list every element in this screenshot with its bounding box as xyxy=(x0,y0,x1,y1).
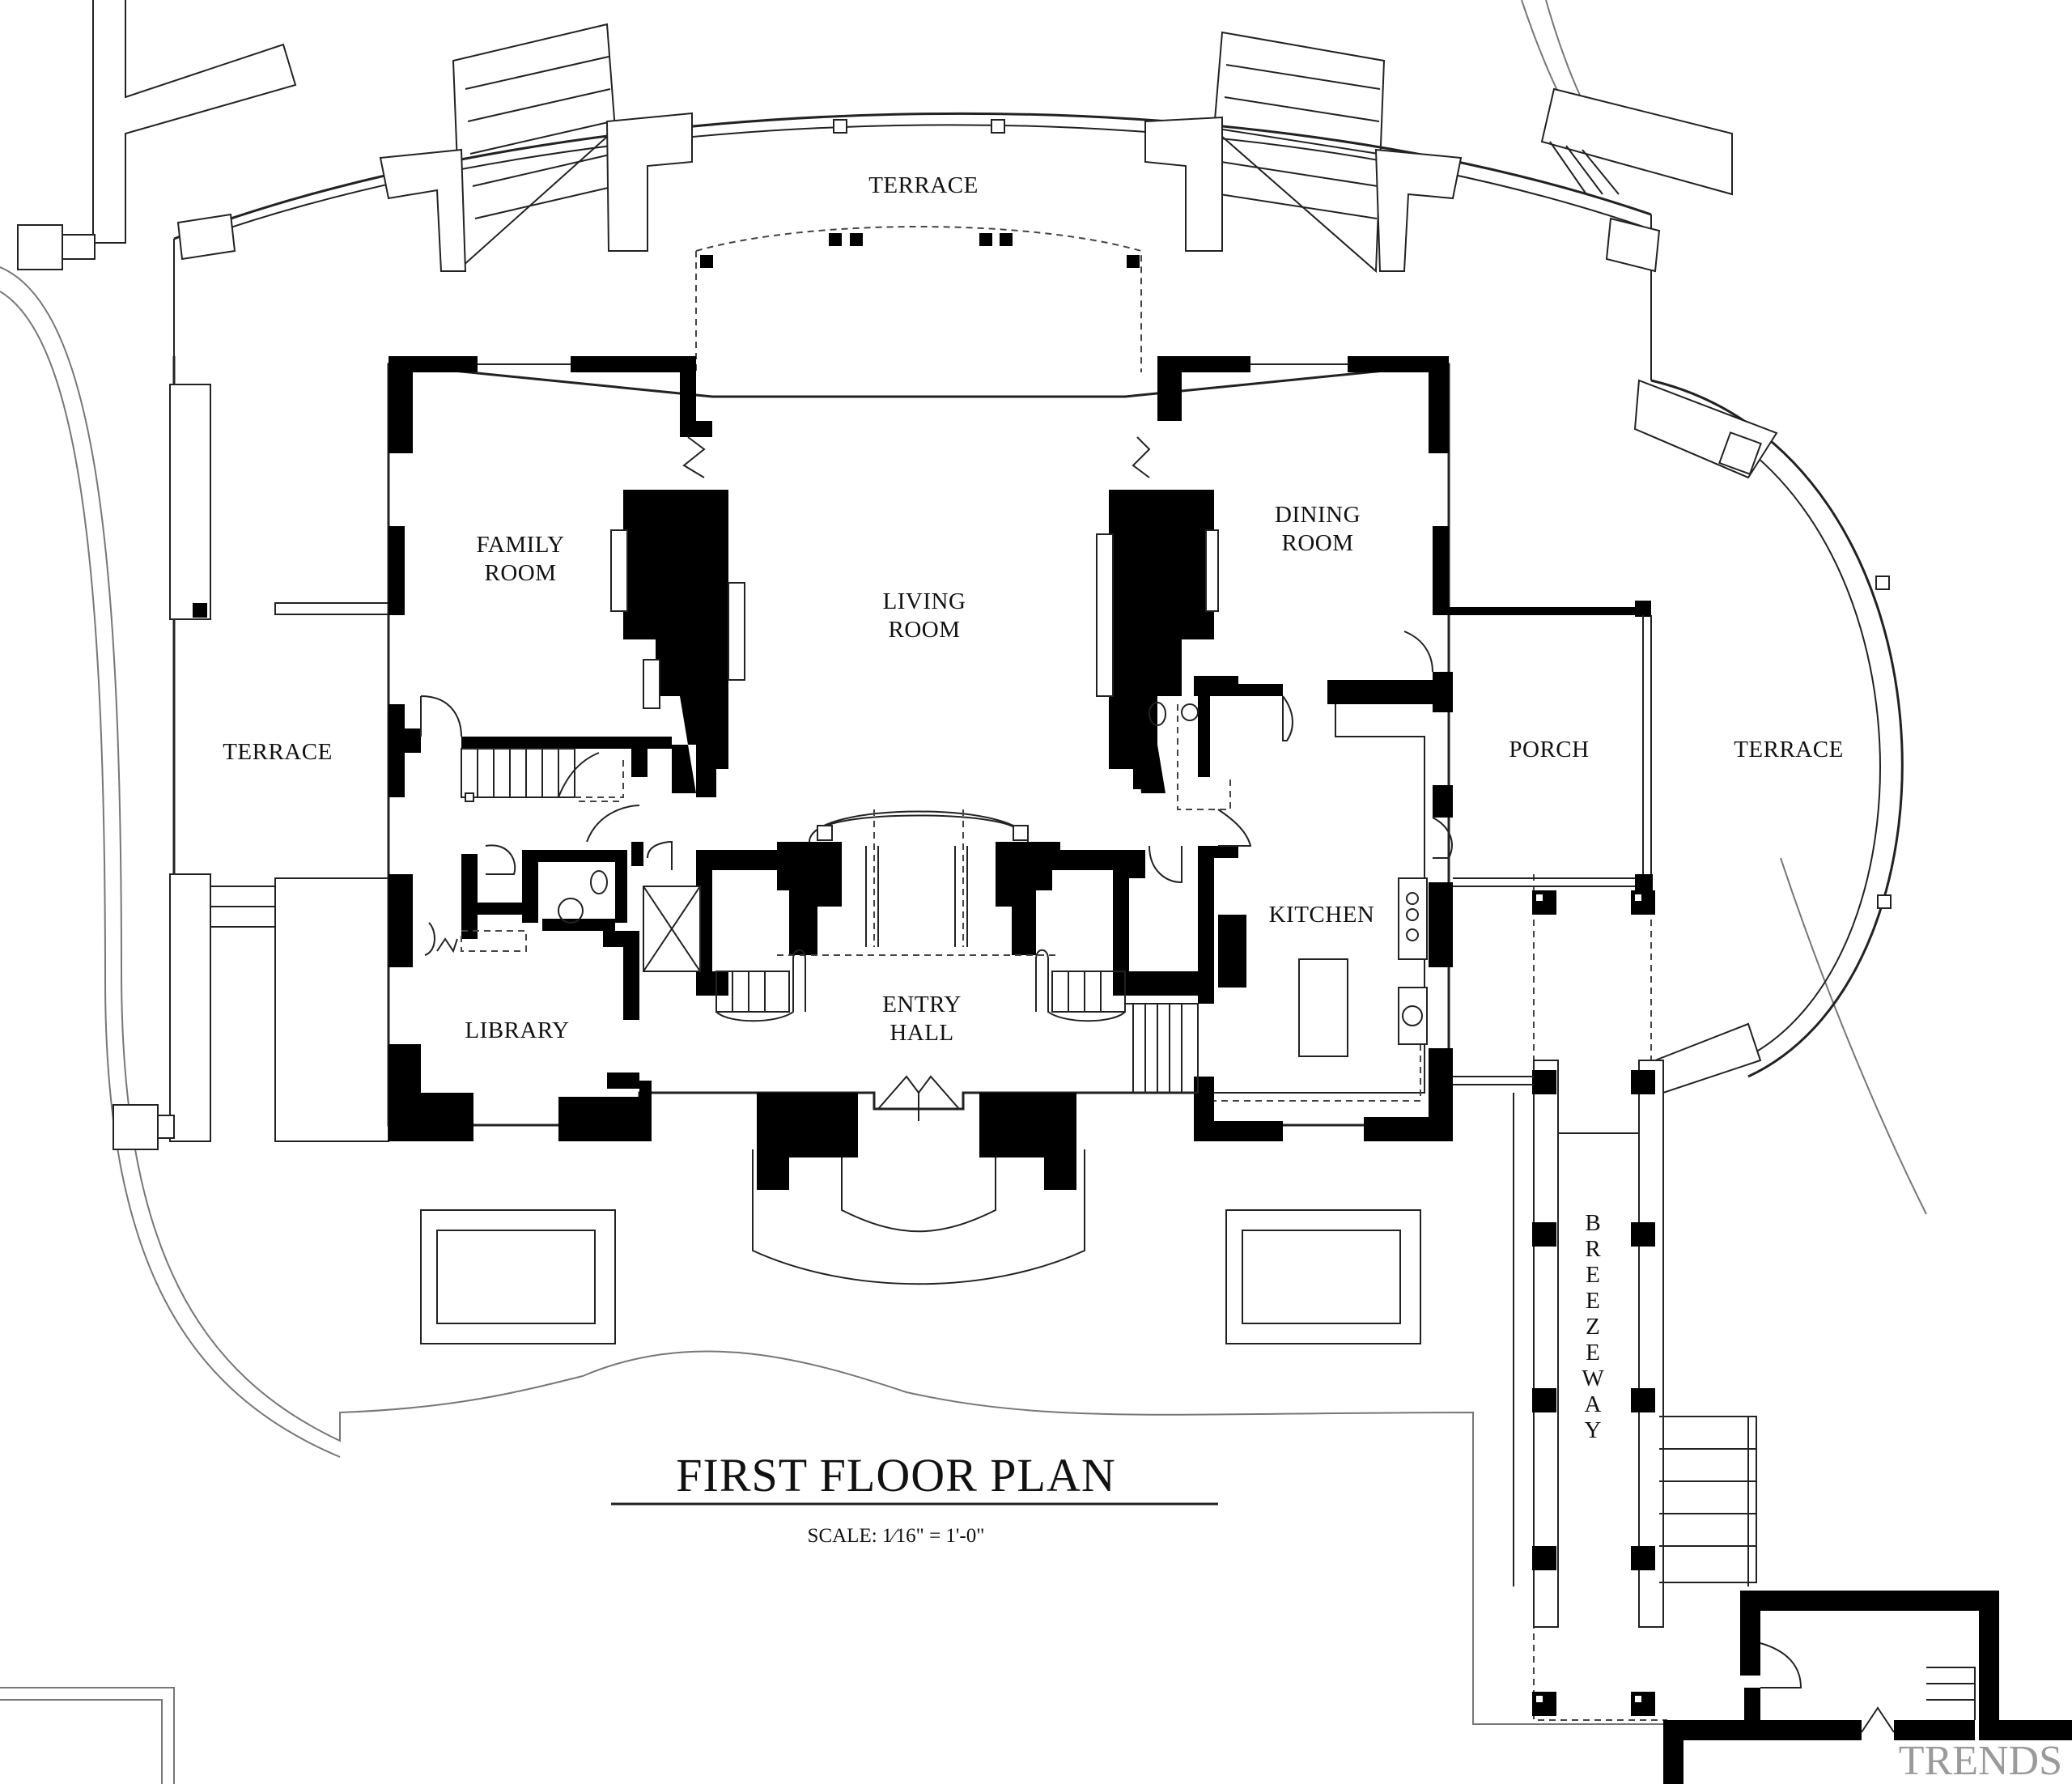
scale-note: SCALE: 1⁄16" = 1'-0" xyxy=(808,1525,985,1547)
terrace-left-label: TERRACE xyxy=(223,739,333,765)
front-planters xyxy=(420,1209,1421,1344)
house-walls xyxy=(387,356,1653,1190)
breezeway-letter: E xyxy=(1586,1262,1600,1288)
left-terrace xyxy=(113,356,389,1150)
dining-room-label-line2: ROOM xyxy=(1281,530,1353,556)
breezeway-letter: Y xyxy=(1585,1417,1602,1443)
title-block: FIRST FLOOR PLAN SCALE: 1⁄16" = 1'-0" xyxy=(611,1449,1218,1547)
family-room-label-line1: FAMILY xyxy=(476,532,564,558)
room-labels: TERRACE FAMILY ROOM LIVING ROOM DINING R… xyxy=(223,172,1844,1443)
scale-fraction: 1⁄16 xyxy=(882,1525,916,1547)
right-terrace xyxy=(1633,379,1904,1094)
breezeway-letter: A xyxy=(1585,1391,1602,1417)
terrace-right-label: TERRACE xyxy=(1734,737,1844,762)
scale-prefix: SCALE: xyxy=(808,1525,882,1547)
living-room-label-line1: LIVING xyxy=(883,588,966,614)
terrace-top-label: TERRACE xyxy=(868,172,979,198)
trends-watermark: TRENDS xyxy=(1899,1738,2062,1784)
breezeway-label: B R E E Z E W A Y xyxy=(1582,1210,1604,1443)
breezeway-letter: E xyxy=(1586,1288,1600,1314)
plan-title: FIRST FLOOR PLAN xyxy=(676,1449,1116,1502)
breezeway-letter: B xyxy=(1585,1210,1600,1236)
interior-details xyxy=(388,363,1453,1285)
top-terrace xyxy=(17,0,1733,380)
family-room-label-line2: ROOM xyxy=(484,560,556,586)
breezeway-letter: Z xyxy=(1586,1314,1600,1340)
scale-suffix: " = 1'-0" xyxy=(916,1525,985,1547)
outbuilding xyxy=(1663,1591,2072,1784)
porch-label: PORCH xyxy=(1509,737,1589,762)
entry-hall-label-line2: HALL xyxy=(890,1020,953,1046)
kitchen-label: KITCHEN xyxy=(1269,902,1375,928)
site-lines xyxy=(0,0,1927,1784)
dining-room-label-line1: DINING xyxy=(1275,502,1361,528)
breezeway-letter: E xyxy=(1586,1340,1600,1366)
breezeway-structure xyxy=(1513,874,1757,1721)
breezeway-letter: W xyxy=(1582,1366,1604,1391)
entry-hall-label-line1: ENTRY xyxy=(882,992,962,1017)
breezeway-letter: R xyxy=(1585,1236,1601,1262)
living-room-label-line2: ROOM xyxy=(888,617,960,643)
library-label: LIBRARY xyxy=(465,1017,569,1043)
